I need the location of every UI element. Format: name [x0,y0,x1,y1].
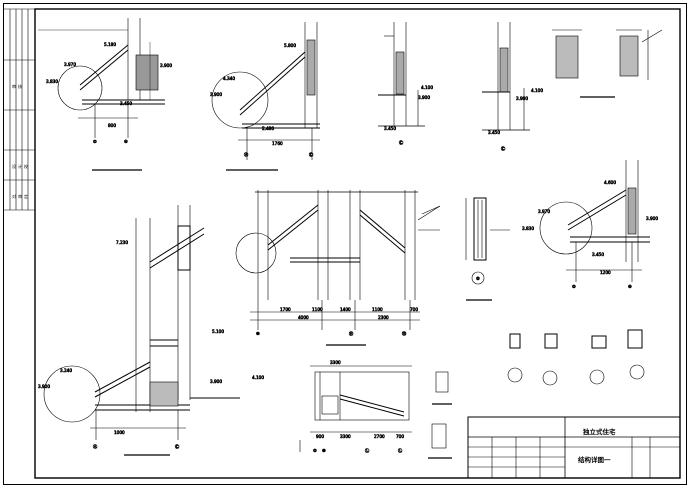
elev-label: 4.340 [223,76,235,81]
axis-label: ⑫ [402,330,407,337]
elev-label: 4.100 [531,88,543,93]
drawing-title: 结构详图一 [578,455,611,464]
axis-label: ④ [124,139,128,144]
section-detail-3: 4.100 3.900 3.450 Ⓒ [378,22,434,146]
dim-label: 1000 [114,430,125,435]
axis-label: Ⓛ [398,447,403,454]
axis-label: Ⓒ [399,139,404,146]
axis-label: ③ [476,276,480,281]
dim-label: 900 [316,434,324,439]
dim-label: 1400 [340,307,351,312]
axis-label: Ⓐ [93,443,98,450]
axis-label: Ⓒ [501,145,506,152]
axis-label: Ⓛ [365,447,370,454]
section-detail-6: 7.230 5.100 3.900 3.900 4.100 3.240 1000… [38,205,265,456]
dim-label: 1200 [600,270,611,275]
wall-details [552,29,663,98]
dim-label: 700 [410,307,418,312]
elev-label: 4.600 [604,180,616,185]
dim-label: 700 [396,434,404,439]
side-label: 审 [18,193,22,199]
dim-label: 1100 [372,307,383,312]
dim-label: 1760 [272,141,283,146]
axis-label: Ⓒ [309,151,314,158]
dim-label: 1100 [312,307,323,312]
section-detail-1: 5.180 3.970 3.830 3.900 3.450 800 ② ④ [38,18,173,171]
elev-label: 3.450 [592,252,604,257]
section-detail-4: 4.100 3.900 3.450 Ⓒ [482,22,544,152]
elev-label: 3.900 [646,216,658,221]
elev-label: 4.100 [252,375,264,380]
elev-label: 3.900 [516,96,528,101]
project-name: 独立式住宅 [583,427,616,436]
elev-label: 5.800 [284,43,296,48]
elev-label: 5.100 [212,329,224,334]
side-label: 定 [24,193,28,199]
elev-label: 3.830 [46,79,58,84]
elev-label: 3.900 [38,384,50,389]
axis-label: ⑩ [322,448,326,453]
axis-label: Ⓒ [175,443,180,450]
axis-label: ② [313,448,317,453]
elev-label: 3.970 [538,209,550,214]
section-detail-2: 5.800 4.340 3.900 2.480 1760 Ⓐ Ⓒ [210,22,320,171]
axis-label: Ⓐ [244,151,249,158]
elev-label: 7.230 [116,240,128,245]
dim-label: 800 [108,123,116,128]
elev-label: 3.900 [210,92,222,97]
axis-label: ⑪ [349,330,354,337]
elev-label: 2.480 [262,126,274,131]
section-detail-5: 4.600 3.970 3.830 3.900 3.450 1200 ② ④ [522,160,659,289]
elev-label: 3.450 [120,101,132,106]
dim-label: 2700 [374,434,385,439]
dim-label: 3300 [330,360,341,365]
dim-label: 1700 [280,307,291,312]
outer-border [3,3,687,485]
stair-elevation: 1700 1100 1400 1100 700 4000 2300 ⑩ ⑪ ⑫ [235,190,441,346]
axis-label: ② [572,284,576,289]
title-block: 独立式住宅 结构详图一 [467,416,681,479]
elev-label: 4.100 [421,85,433,90]
elev-label: 3.900 [210,379,222,384]
elev-label: 3.900 [160,63,172,68]
small-details [421,205,452,459]
elev-label: 3.830 [522,226,534,231]
column-sections [507,329,645,386]
side-label: 审 [12,83,16,89]
side-label: 核 [18,83,22,89]
elev-label: 3.450 [488,130,500,135]
axis-label: ④ [628,284,632,289]
side-strip: 审 核 设 计 校 对 审 定 [4,8,35,211]
side-label: 设 [12,163,16,169]
axis-label: ② [93,139,97,144]
elev-label: 3.970 [64,62,76,67]
side-label: 计 [18,163,22,169]
dim-label: 2300 [378,315,389,320]
elev-label: 3.240 [60,368,72,373]
dim-label: 4000 [298,315,309,320]
axis-label: ⑩ [256,331,260,336]
elev-label: 5.180 [104,42,116,47]
stair-plan: 3300 900 3300 2700 700 ② ⑩ Ⓛ Ⓛ [299,360,412,454]
dim-label: 3300 [340,434,351,439]
beam-detail: ③ [465,197,510,301]
elev-label: 3.450 [384,126,396,131]
elev-label: 3.900 [418,95,430,100]
side-label: 校 [24,163,28,169]
inner-border [34,8,681,479]
side-label: 对 [12,193,16,199]
